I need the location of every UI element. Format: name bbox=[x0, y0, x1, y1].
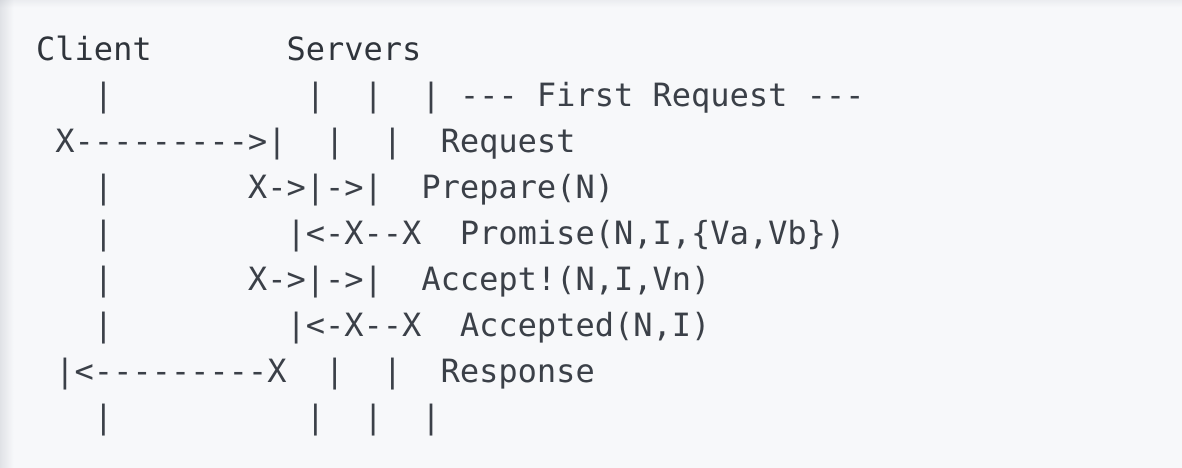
row-request: X--------->| | | Request bbox=[36, 122, 576, 160]
row-footer-lifelines: | | | | bbox=[36, 398, 441, 436]
row-accepted: | |<-X--X Accepted(N,I) bbox=[36, 306, 711, 344]
diagram-header-row: Client Servers bbox=[36, 30, 422, 68]
paxos-ascii-sequence-diagram: Client Servers | | | | --- First Request… bbox=[36, 26, 864, 440]
row-response: |<---------X | | Response bbox=[36, 352, 595, 390]
row-prepare: | X->|->| Prepare(N) bbox=[36, 168, 614, 206]
left-edge-shading bbox=[0, 0, 14, 468]
top-edge-shading bbox=[0, 0, 1182, 8]
row-promise: | |<-X--X Promise(N,I,{Va,Vb}) bbox=[36, 214, 846, 252]
row-accept: | X->|->| Accept!(N,I,Vn) bbox=[36, 260, 711, 298]
row-first-request-separator: | | | | --- First Request --- bbox=[36, 76, 865, 114]
